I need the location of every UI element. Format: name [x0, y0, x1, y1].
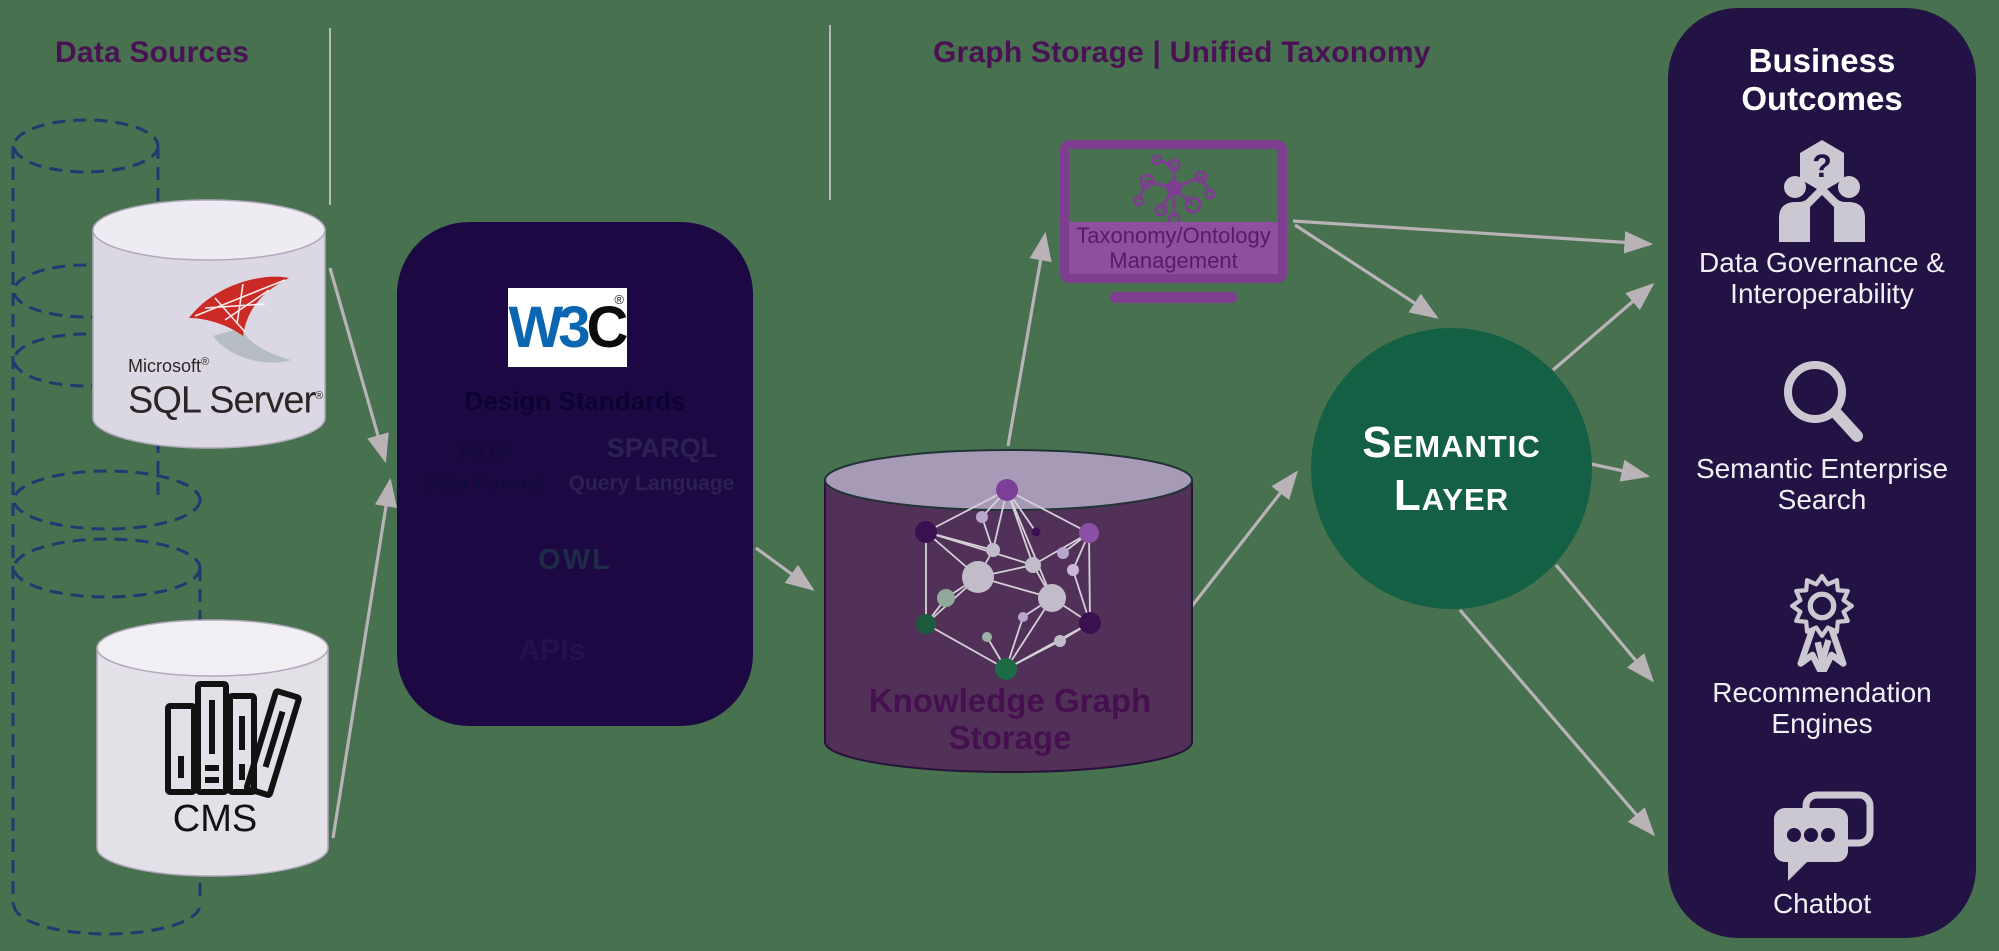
taxonomy-monitor-label: Taxonomy/Ontology Management	[1069, 222, 1278, 274]
semantic-word: Semantic	[1362, 417, 1541, 467]
chat-icon	[1774, 791, 1874, 881]
semantic-layer-circle: Semantic Layer	[1311, 328, 1592, 609]
rdf-label: RDF	[458, 438, 511, 466]
flow-arrows	[328, 219, 1656, 839]
sparql-label: SPARQL	[606, 433, 718, 463]
award-icon	[1790, 574, 1854, 672]
sql-server-label: Microsoft® SQL Server®	[128, 356, 323, 422]
section-dividers	[329, 25, 831, 205]
books-icon	[165, 681, 302, 798]
magnifier-icon	[1784, 361, 1863, 442]
design-standards-label: Design Standards	[464, 386, 686, 416]
outcome-recommendation: Recommendation Engines	[1672, 574, 1972, 739]
taxonomy-network-icon	[1133, 155, 1216, 226]
owl-label: OWL	[538, 544, 612, 576]
svg-text:?: ?	[1812, 148, 1832, 184]
sql-server-logo-icon	[189, 276, 291, 363]
sparql-caption: Query Language	[568, 472, 735, 495]
people-question-icon: ?	[1779, 140, 1865, 242]
cms-label: CMS	[172, 798, 258, 840]
outcome-semantic-search: Semantic Enterprise Search	[1672, 356, 1972, 515]
data-sources-heading: Data Sources	[55, 36, 250, 69]
business-outcomes-panel: Business Outcomes ? Data Governance & In…	[1668, 8, 1976, 938]
layer-word: Layer	[1393, 470, 1510, 520]
rdf-caption: Data Format	[423, 472, 546, 495]
monitor-stand	[1110, 292, 1237, 303]
knowledge-graph-label: Knowledge Graph Storage	[868, 682, 1152, 756]
business-outcomes-title: Business Outcomes	[1741, 42, 1903, 117]
graph-storage-heading: Graph Storage | Unified Taxonomy	[933, 36, 1431, 69]
taxonomy-monitor: Taxonomy/Ontology Management	[1060, 140, 1287, 283]
outcome-chatbot: Chatbot	[1672, 791, 1972, 919]
outcome-data-governance: ? Data Governance & Interoperability	[1672, 138, 1972, 309]
apis-label: APIs	[518, 634, 586, 667]
knowledge-graph-network-icon	[915, 479, 1101, 680]
